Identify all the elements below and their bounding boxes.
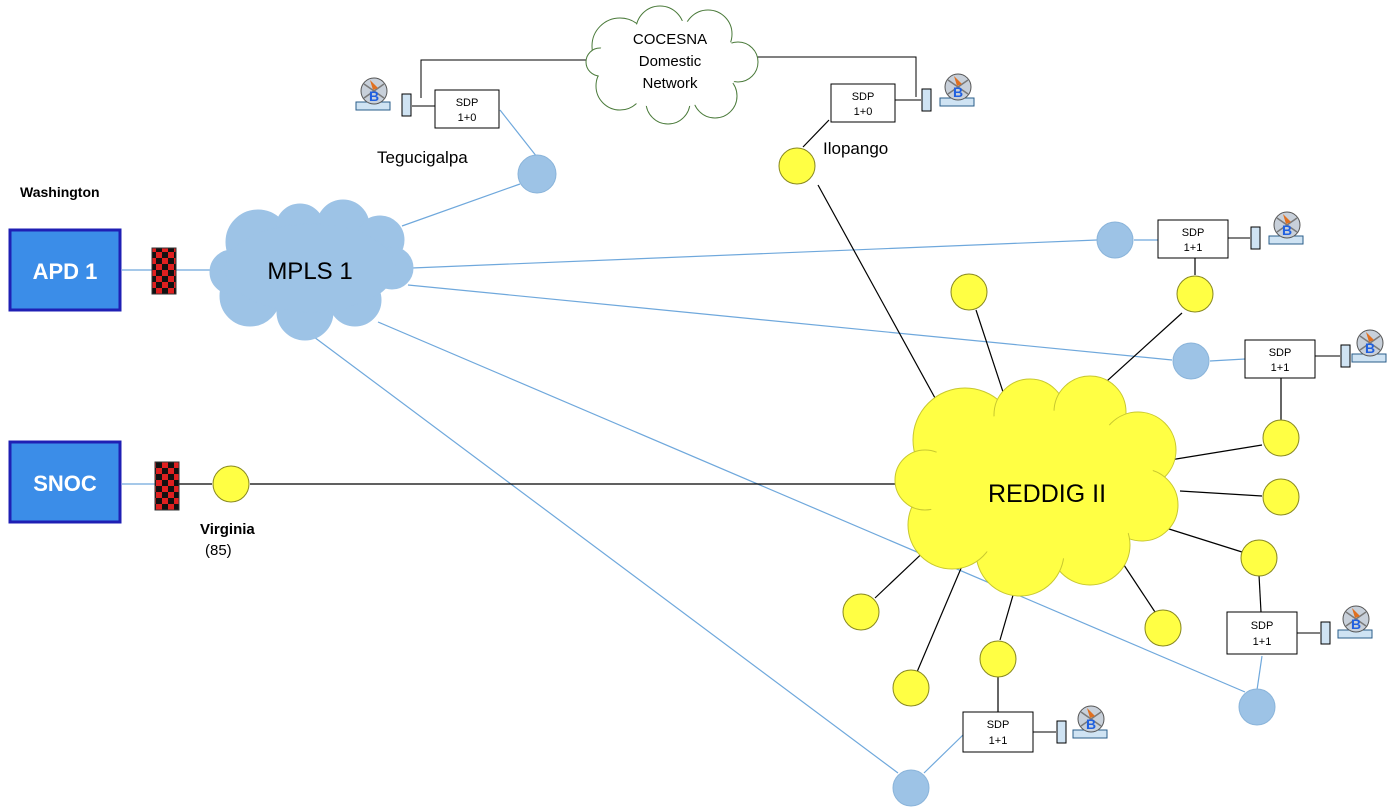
sdp-tegucigalpa: SDP 1+0 (355, 77, 500, 129)
cocesna-links (420, 56, 917, 98)
firewall-snoc-icon (154, 461, 180, 511)
link-tegucigalpa-sdp (499, 109, 538, 158)
sdp-value-3: 1+1 (1184, 242, 1203, 254)
modem-icon (1056, 720, 1067, 744)
virginia-label: Virginia (200, 521, 255, 538)
satellite-terminal-icon (1268, 211, 1304, 245)
link-teg-cocesna (420, 59, 590, 98)
cocesna-label-1: COCESNA (633, 31, 707, 48)
node-blue-bottom (892, 769, 930, 807)
link-mpls-bottom (313, 336, 899, 774)
node-tegucigalpa (517, 154, 557, 194)
reddig-cloud: REDDIG II (894, 375, 1179, 597)
node-yellow-sw (842, 593, 880, 631)
node-virginia (212, 465, 250, 503)
link-ilopango-reddig (817, 184, 947, 419)
cocesna-label-3: Network (642, 75, 698, 92)
link-bottom-sdp (923, 734, 964, 774)
modem-icon (1320, 621, 1331, 645)
node-yellow-n1 (950, 273, 988, 311)
node-blue-se (1238, 688, 1276, 726)
link-mpls-east1 (411, 239, 1098, 269)
node-yellow-ne (1176, 275, 1214, 313)
link-se-sdp (1256, 655, 1263, 691)
node-yellow-se (1144, 609, 1182, 647)
sdp-value-1: 1+0 (458, 112, 477, 124)
node-yellow-ssw (892, 669, 930, 707)
apd1-label: APD 1 (33, 259, 98, 284)
mpls-links (122, 109, 1263, 774)
sdp-se: SDP 1+1 (1226, 605, 1373, 655)
yellow-nodes (212, 147, 1300, 707)
sdp-east2: SDP 1+1 (1244, 329, 1387, 379)
satellite-terminal-icon (1337, 605, 1373, 639)
reddig-label: REDDIG II (988, 480, 1106, 508)
node-blue-east1 (1096, 221, 1134, 259)
node-blue-east2 (1172, 342, 1210, 380)
sdp-label-2: SDP (852, 91, 875, 103)
link-east2-sdp (1209, 358, 1246, 362)
node-yellow-e2 (1262, 478, 1300, 516)
virginia-number: (85) (205, 542, 232, 559)
node-yellow-e3 (1240, 539, 1278, 577)
mpls-cloud: MPLS 1 (209, 199, 414, 341)
link-reddig-n1 (975, 309, 1006, 399)
modem-icon (1250, 226, 1261, 250)
satellite-terminal-icon (1351, 329, 1387, 363)
sdp-label-4: SDP (1269, 347, 1292, 359)
sdp-value-2: 1+0 (854, 106, 873, 118)
sdp-ilopango: SDP 1+0 (830, 73, 975, 123)
firewall-apd1-icon (151, 247, 177, 295)
snoc-label: SNOC (33, 471, 97, 496)
satellite-terminal-icon (1072, 705, 1108, 739)
link-reddig-e2 (1179, 490, 1263, 497)
apd1-box: APD 1 (8, 228, 122, 312)
washington-label: Washington (20, 184, 100, 200)
node-yellow-e1 (1262, 419, 1300, 457)
link-e3-sdp (1258, 574, 1262, 613)
sdp-label-3: SDP (1182, 227, 1205, 239)
blue-nodes (517, 154, 1276, 807)
modem-icon (921, 88, 932, 112)
node-yellow-s (979, 640, 1017, 678)
sdp-label-1: SDP (456, 97, 479, 109)
link-cocesna-ilopango (748, 56, 917, 97)
satellite-terminal-icon (355, 77, 391, 111)
cocesna-label-2: Domestic (639, 53, 702, 70)
node-ilopango (778, 147, 816, 185)
modem-icon (1340, 344, 1351, 368)
sdp-label-6: SDP (987, 719, 1010, 731)
tegucigalpa-label: Tegucigalpa (377, 148, 468, 167)
sdp-bottom: SDP 1+1 (962, 705, 1108, 753)
link-mpls-se (377, 321, 1246, 693)
cocesna-cloud: COCESNA Domestic Network (585, 5, 759, 125)
sdp-east1: SDP 1+1 (1157, 211, 1304, 259)
sdp-value-4: 1+1 (1271, 362, 1290, 374)
link-mpls-east2 (407, 284, 1173, 361)
link-reddig-e1 (1169, 444, 1263, 461)
link-mpls-tegucigalpa (401, 183, 521, 227)
snoc-box: SNOC (8, 440, 122, 524)
mpls-label: MPLS 1 (267, 258, 352, 285)
satellite-terminal-icon (939, 73, 975, 107)
sdp-label-5: SDP (1251, 620, 1274, 632)
link-ilopango-sdp (802, 119, 830, 148)
link-reddig-ssw (916, 565, 963, 673)
sdp-value-5: 1+1 (1253, 636, 1272, 648)
reddig-links (178, 119, 1282, 712)
ilopango-label: Ilopango (823, 139, 888, 158)
sdp-value-6: 1+1 (989, 735, 1008, 747)
modem-icon (401, 93, 412, 117)
